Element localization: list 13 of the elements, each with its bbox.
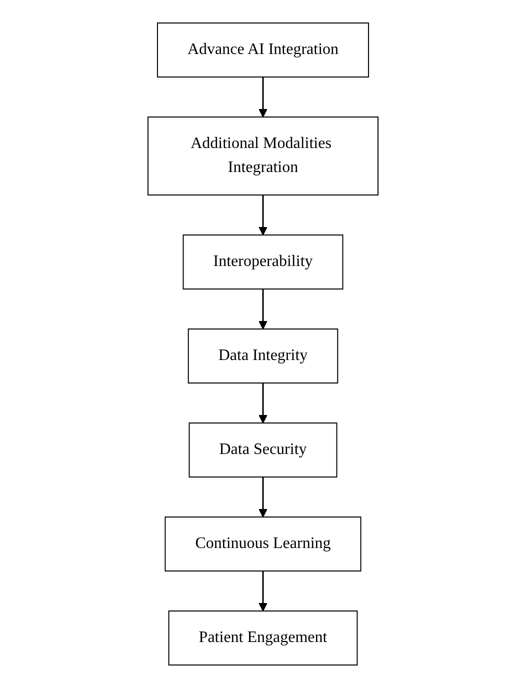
node-box: Advance AI Integration <box>156 22 370 78</box>
arrow <box>258 477 268 518</box>
node-box: Additional Modalities Integration <box>148 116 378 196</box>
node-box: Interoperability <box>182 234 344 290</box>
node-box: Data Integrity <box>188 328 338 384</box>
arrow <box>258 383 268 424</box>
arrow <box>258 77 268 118</box>
arrow <box>258 289 268 330</box>
arrow <box>258 571 268 612</box>
arrow <box>258 195 268 236</box>
node-box: Data Security <box>188 422 338 478</box>
node-box: Continuous Learning <box>164 516 362 572</box>
node-box: Patient Engagement <box>168 610 358 666</box>
